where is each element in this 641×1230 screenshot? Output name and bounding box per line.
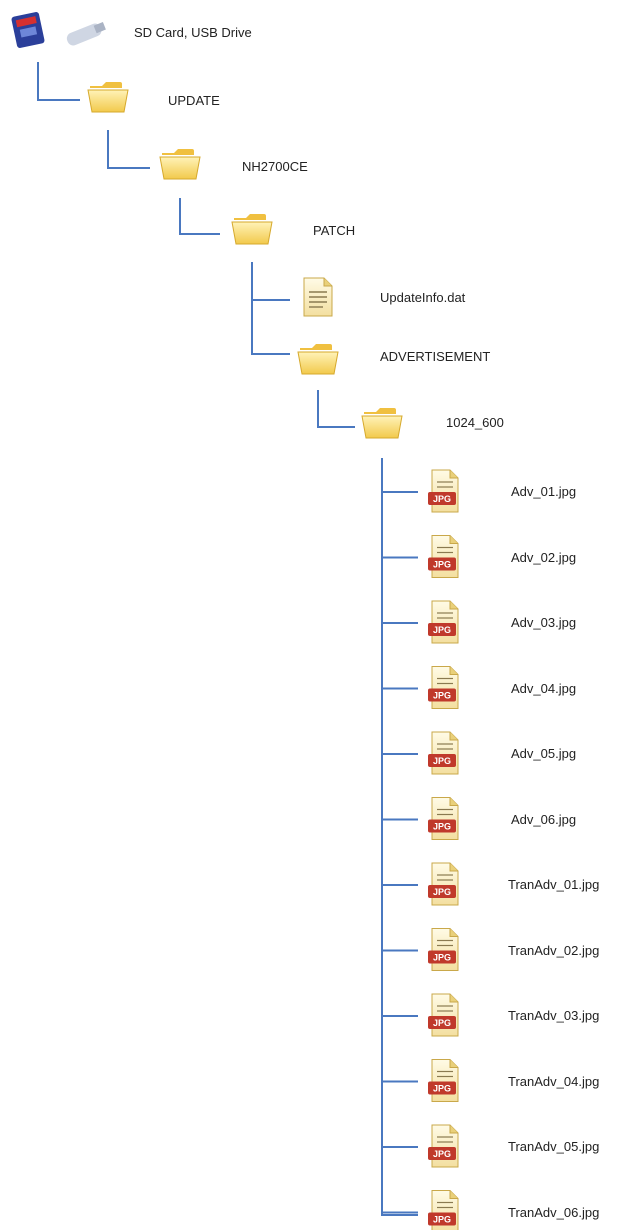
- jpg-file-icon[interactable]: JPG: [428, 666, 459, 709]
- file-label[interactable]: TranAdv_06.jpg: [508, 1204, 600, 1220]
- jpg-badge: JPG: [433, 691, 451, 701]
- file-label[interactable]: Adv_02.jpg: [511, 549, 577, 565]
- jpg-file-icon[interactable]: JPG: [428, 993, 459, 1037]
- jpg-badge: JPG: [433, 1018, 451, 1028]
- file-label[interactable]: TranAdv_03.jpg: [508, 1008, 600, 1023]
- sd-card-icon: [11, 11, 45, 49]
- jpg-file-icon[interactable]: JPG: [428, 928, 459, 971]
- jpg-file-icon[interactable]: JPG: [428, 797, 459, 840]
- folder-icon-advertisement[interactable]: [297, 344, 339, 375]
- file-label[interactable]: Adv_03.jpg: [511, 615, 577, 630]
- jpg-file-icon[interactable]: JPG: [428, 535, 459, 578]
- file-label[interactable]: Adv_04.jpg: [511, 680, 577, 696]
- folder-icon-res-1024-600[interactable]: [361, 408, 403, 439]
- jpg-file-icon[interactable]: JPG: [428, 600, 459, 644]
- file-label[interactable]: Adv_06.jpg: [511, 811, 577, 827]
- folder-update-label[interactable]: UPDATE: [168, 93, 220, 108]
- folder-advertisement-label[interactable]: ADVERTISEMENT: [380, 349, 491, 364]
- jpg-file-icon[interactable]: JPG: [428, 1190, 459, 1230]
- file-label[interactable]: TranAdv_02.jpg: [508, 942, 600, 958]
- jpg-badge: JPG: [433, 1084, 451, 1094]
- jpg-badge: JPG: [433, 560, 451, 570]
- folder-nh2700ce-label[interactable]: NH2700CE: [242, 159, 308, 174]
- jpg-badge: JPG: [433, 822, 451, 832]
- text-file-icon-updateinfo[interactable]: [303, 277, 333, 317]
- usb-drive-icon: [66, 22, 106, 46]
- folder-1024-600-label[interactable]: 1024_600: [446, 415, 504, 430]
- file-label[interactable]: TranAdv_04.jpg: [508, 1073, 600, 1089]
- jpg-badge: JPG: [433, 494, 451, 504]
- jpg-badge: JPG: [433, 756, 451, 766]
- jpg-file-icon[interactable]: JPG: [428, 1059, 459, 1102]
- file-label[interactable]: TranAdv_01.jpg: [508, 877, 600, 892]
- jpg-file-icon[interactable]: JPG: [428, 731, 459, 775]
- jpg-badge: JPG: [433, 953, 451, 963]
- jpg-file-icon[interactable]: JPG: [428, 469, 459, 513]
- folder-icon-update[interactable]: [87, 82, 129, 113]
- jpg-file-icon[interactable]: JPG: [428, 862, 459, 906]
- folder-patch-label[interactable]: PATCH: [313, 223, 356, 238]
- root-label: SD Card, USB Drive: [134, 25, 252, 40]
- folder-icon-nh2700ce[interactable]: [159, 149, 201, 180]
- jpg-badge: JPG: [433, 887, 451, 897]
- file-updateinfo-label[interactable]: UpdateInfo.dat: [380, 290, 466, 305]
- jpg-badge: JPG: [433, 1149, 451, 1159]
- file-label[interactable]: Adv_05.jpg: [511, 746, 577, 761]
- file-label[interactable]: Adv_01.jpg: [511, 484, 577, 499]
- jpg-badge: JPG: [433, 1215, 451, 1225]
- folder-icon-patch[interactable]: [231, 214, 273, 245]
- jpg-badge: JPG: [433, 625, 451, 635]
- tree-connectors: [37, 62, 418, 1216]
- file-label[interactable]: TranAdv_05.jpg: [508, 1139, 600, 1154]
- jpg-file-icon[interactable]: JPG: [428, 1124, 459, 1168]
